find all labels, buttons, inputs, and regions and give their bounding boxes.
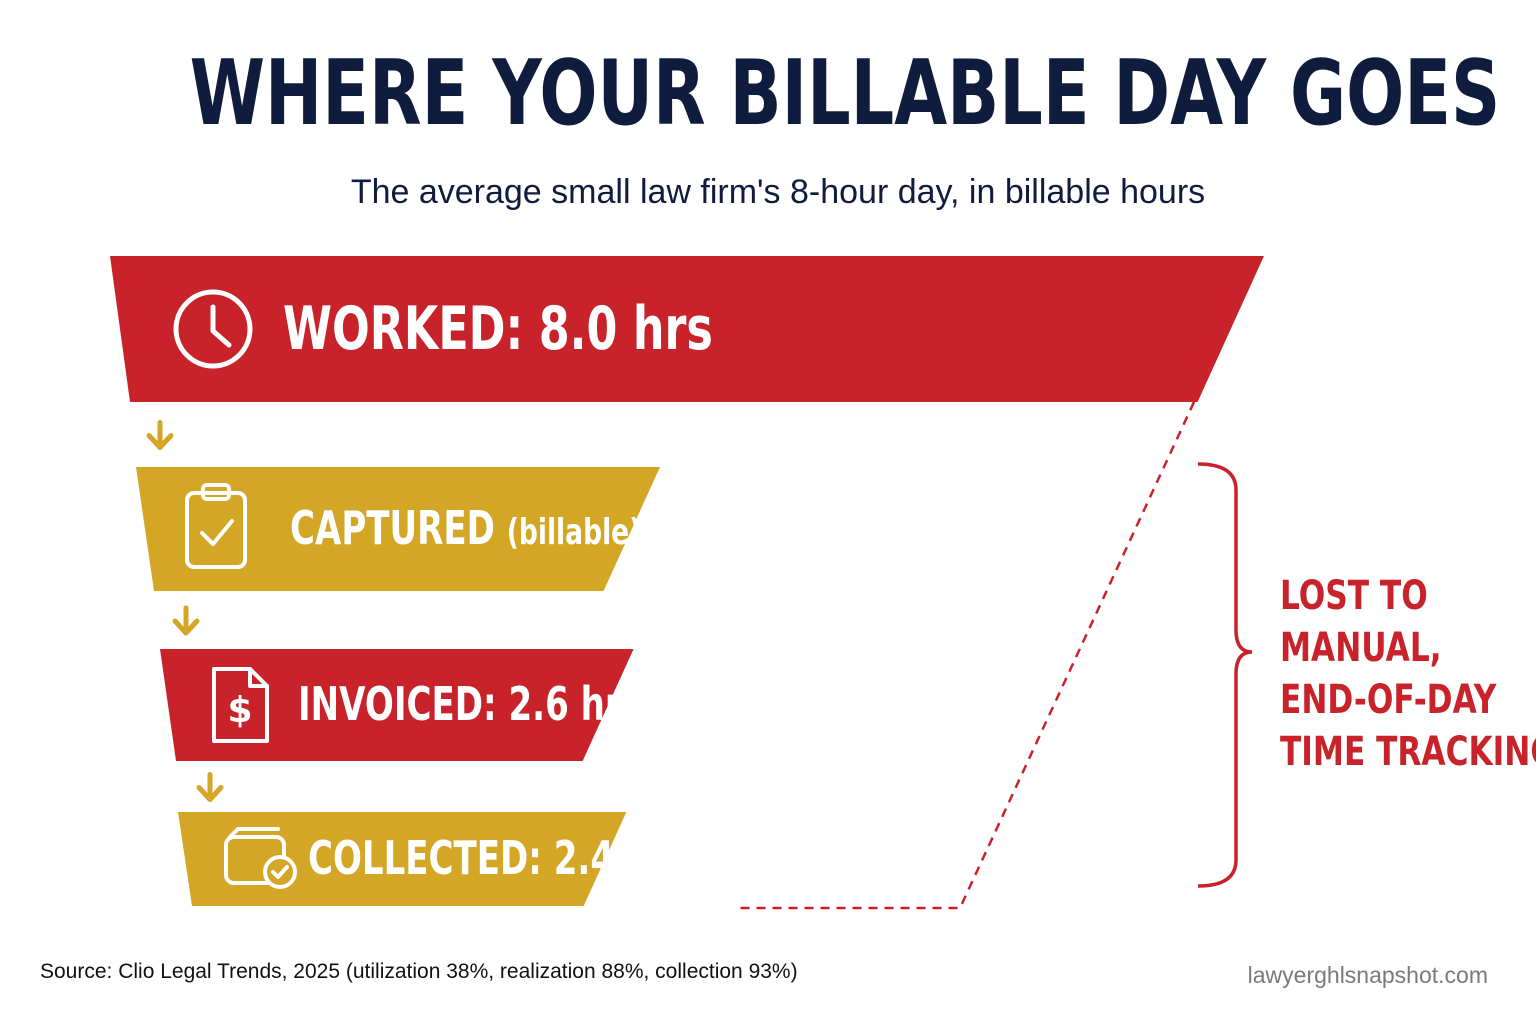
stage-label-collected: COLLECTED: 2.4 hrs bbox=[308, 831, 688, 886]
wallet-check-icon bbox=[224, 827, 297, 889]
funnel-band-invoiced bbox=[160, 649, 634, 761]
invoice-dollar-icon: $ bbox=[212, 667, 269, 743]
stage-name-captured: CAPTURED bbox=[290, 501, 495, 556]
lost-annotation-line-3: END-OF-DAY bbox=[1280, 677, 1497, 723]
clipboard-check-icon bbox=[185, 483, 247, 569]
stage-qualifier-captured: (billable) bbox=[506, 512, 642, 554]
lost-region-outline bbox=[740, 401, 1196, 910]
funnel-band-captured bbox=[136, 467, 660, 591]
stage-value-worked: 8.0 hrs bbox=[538, 293, 713, 364]
stage-value-collected: 2.4 hrs bbox=[553, 831, 688, 886]
down-arrow-icon bbox=[146, 420, 174, 450]
lost-annotation-line-1: LOST TO bbox=[1280, 573, 1428, 619]
lost-annotation-line-2: MANUAL, bbox=[1280, 625, 1442, 671]
lost-annotation: LOST TO MANUAL, END-OF-DAY TIME TRACKING bbox=[1280, 570, 1536, 778]
stage-value-invoiced: 2.6 hrs bbox=[508, 677, 642, 732]
website-label: lawyerghlsnapshot.com bbox=[1247, 962, 1488, 988]
funnel-band-worked bbox=[110, 256, 1264, 402]
page-title: WHERE YOUR BILLABLE DAY GOES bbox=[189, 41, 1501, 146]
stage-label-worked: WORKED: 8.0 hrs bbox=[283, 293, 713, 364]
down-arrow-icon bbox=[172, 605, 200, 636]
svg-text:$: $ bbox=[227, 690, 252, 731]
clock-icon bbox=[173, 289, 253, 369]
lost-bracket bbox=[1197, 462, 1253, 888]
stage-name-collected: COLLECTED bbox=[308, 831, 529, 886]
stage-name-invoiced: INVOICED bbox=[298, 677, 483, 732]
stage-value-captured: 3.0 hrs bbox=[666, 501, 801, 556]
stage-name-worked: WORKED bbox=[283, 293, 506, 364]
stage-label-captured: CAPTURED (billable): 3.0 hrs bbox=[290, 501, 801, 556]
stage-label-invoiced: INVOICED: 2.6 hrs bbox=[298, 677, 642, 732]
page-subtitle: The average small law firm's 8-hour day,… bbox=[350, 173, 1206, 211]
down-arrow-icon bbox=[196, 772, 224, 802]
source-note: Source: Clio Legal Trends, 2025 (utiliza… bbox=[40, 960, 798, 983]
lost-annotation-line-4: TIME TRACKING bbox=[1280, 729, 1536, 775]
